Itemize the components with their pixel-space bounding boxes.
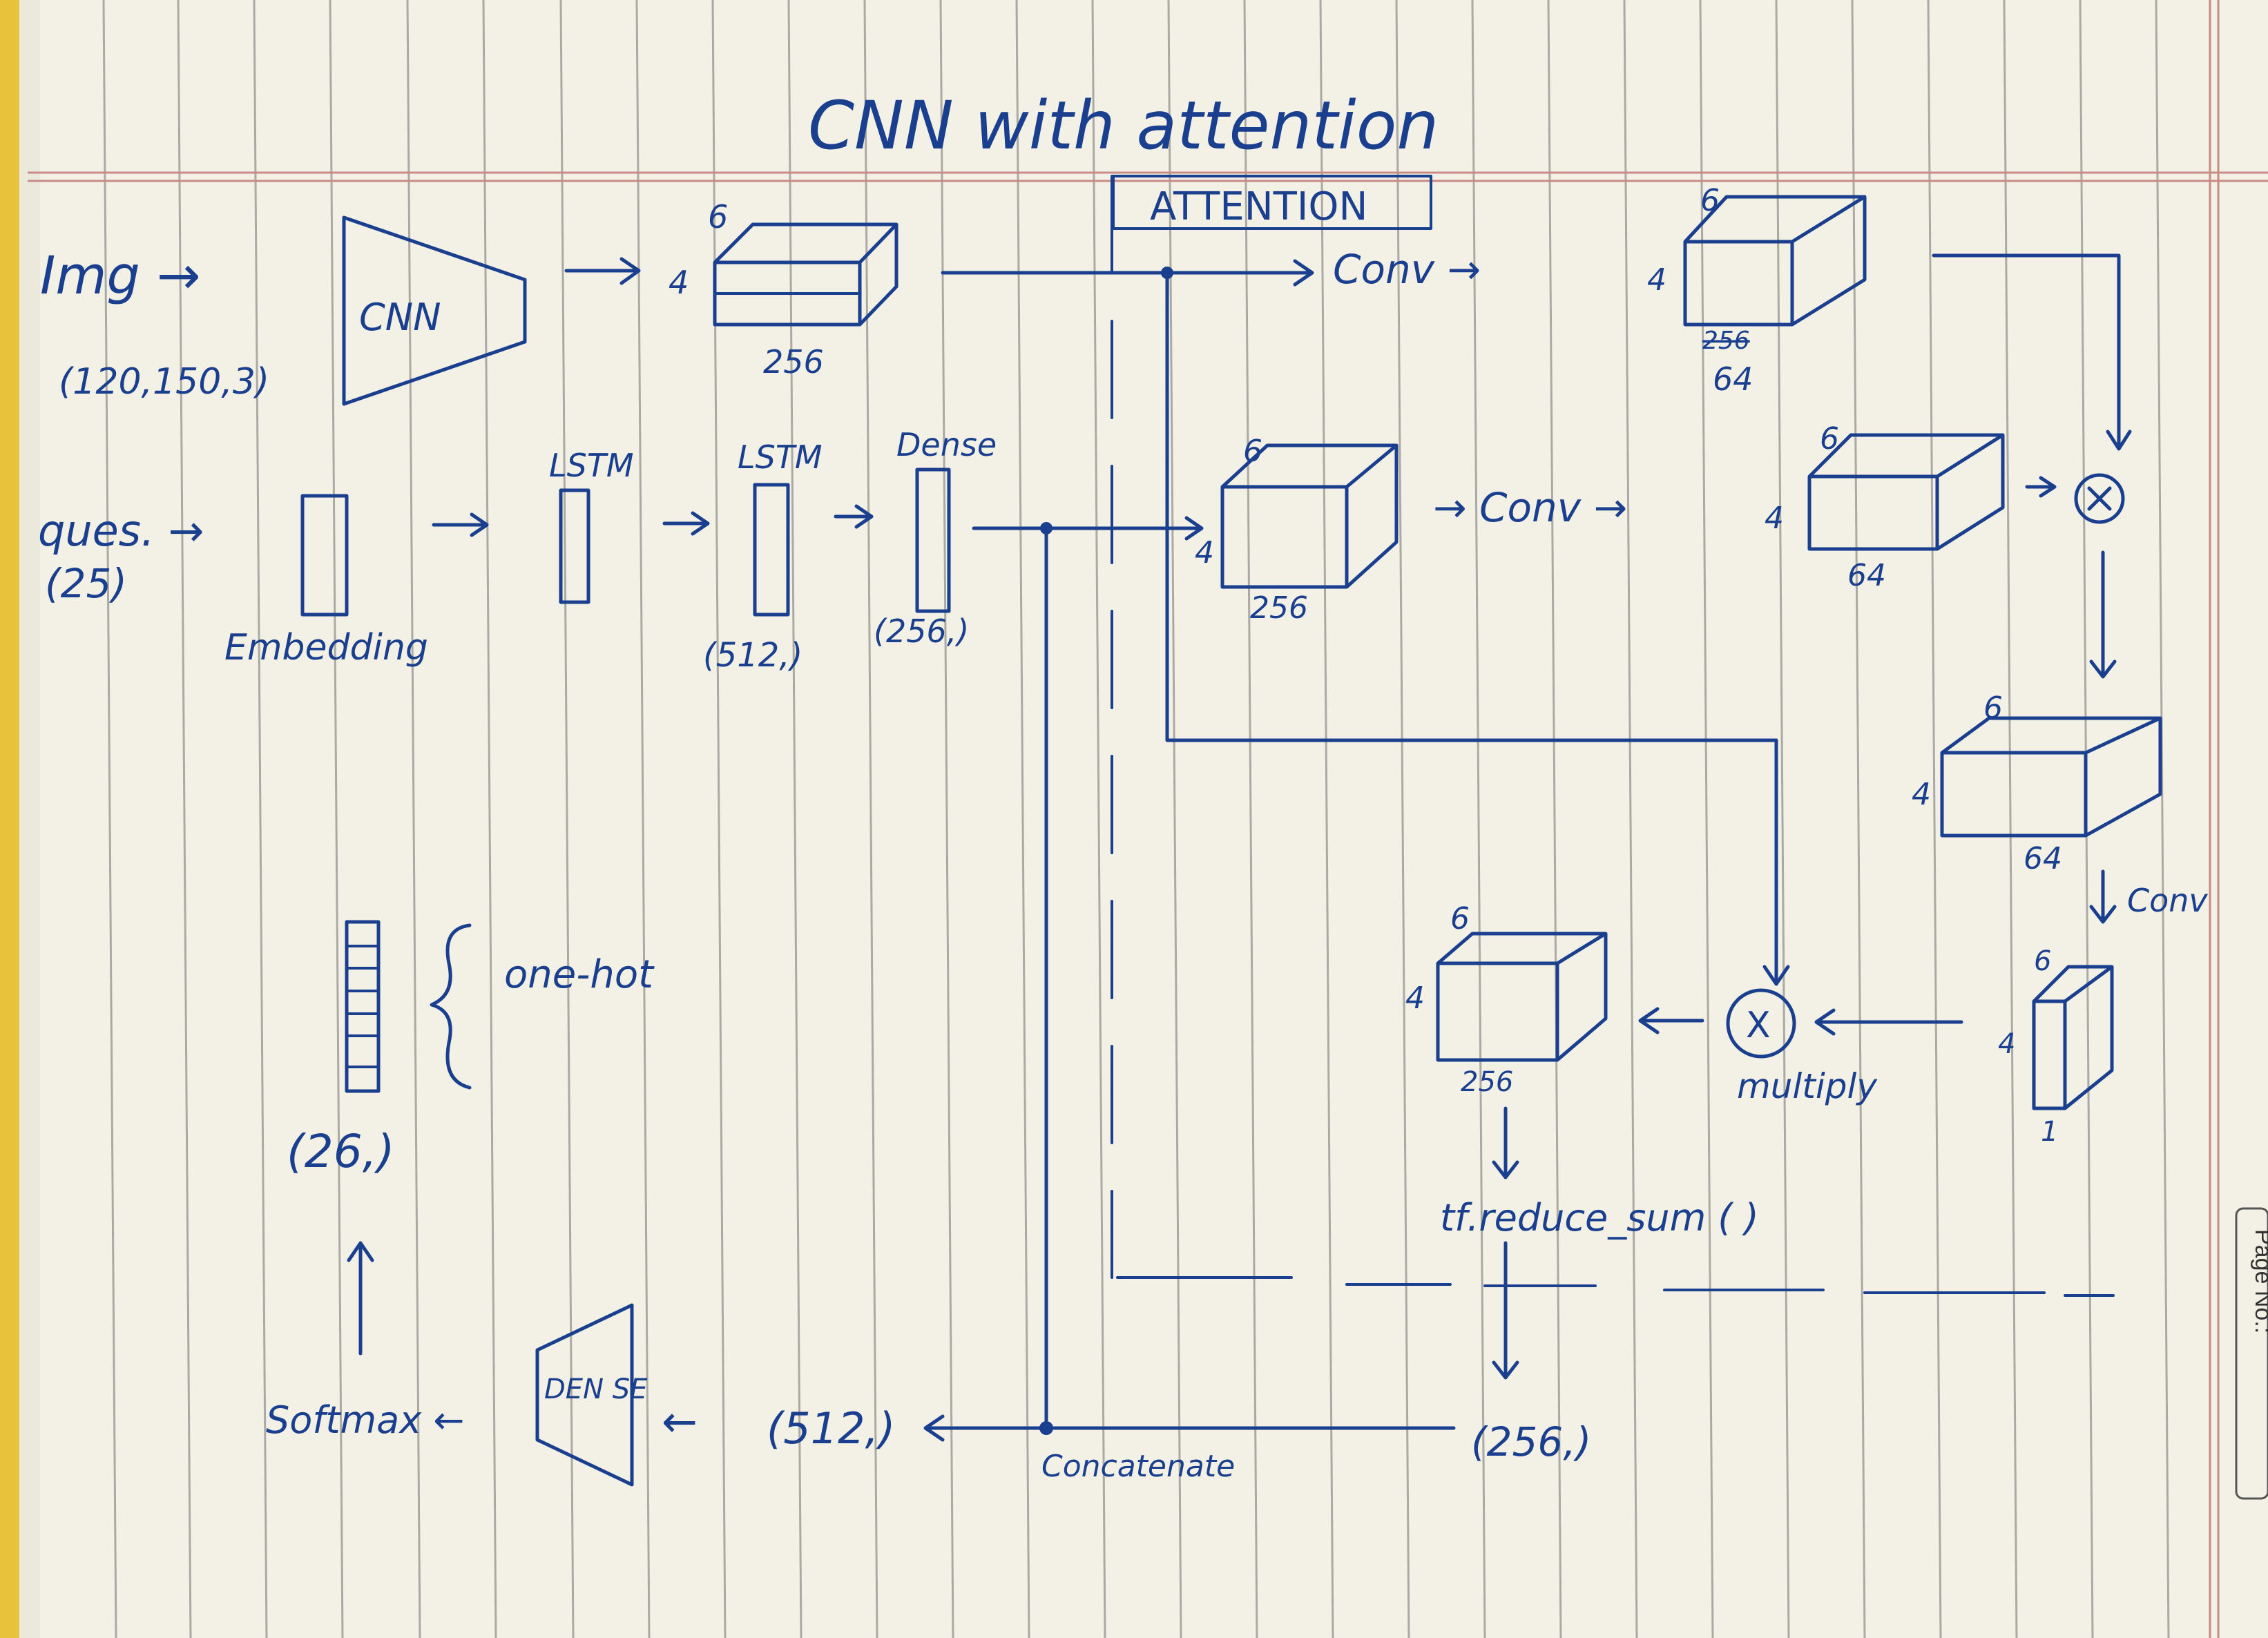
one-hot-shape: (26,) xyxy=(287,1125,394,1178)
attention-label: ATTENTION xyxy=(1150,184,1367,229)
page-no-label: Page No.: xyxy=(2250,1229,2268,1333)
lstm2-label: LSTM xyxy=(738,439,823,476)
mid-box-depth: 6 xyxy=(1243,434,1262,469)
mid-right-box-width: 64 xyxy=(1847,558,1886,593)
conv-top-label: Conv → xyxy=(1333,246,1481,293)
question-input-label: ques. → xyxy=(38,505,204,556)
mid-box-height: 4 xyxy=(1195,535,1214,570)
output-dense-label: DEN SE xyxy=(544,1374,648,1405)
reduce-shape: (256,) xyxy=(1471,1418,1591,1465)
conv-right-label: Conv xyxy=(2127,882,2208,919)
top-box-width: 64 xyxy=(1713,360,1753,398)
dense-shape: (256,) xyxy=(874,613,969,650)
cnn-label: CNN xyxy=(359,296,441,339)
concatenate-label: Concatenate xyxy=(1041,1449,1235,1484)
concat-junction xyxy=(1039,1421,1053,1435)
image-input-label: Img → xyxy=(40,244,201,306)
diagram-title: CNN with attention xyxy=(808,87,1439,164)
mid-right-box-depth: 6 xyxy=(1820,421,1839,456)
concat-shape: (512,) xyxy=(767,1403,895,1454)
lstm2-shape: (512,) xyxy=(703,636,803,675)
mid-box-width: 256 xyxy=(1250,590,1308,626)
top-box-height: 4 xyxy=(1647,262,1666,298)
yellow-tab xyxy=(0,0,19,1638)
score-box-width: 1 xyxy=(2041,1116,2058,1148)
multiply-label: multiply xyxy=(1737,1066,1878,1106)
image-input-shape: (120,150,3) xyxy=(59,361,269,403)
multiply-symbol: X xyxy=(1746,1005,1771,1046)
weighted-box-width: 256 xyxy=(1461,1066,1513,1098)
reduce-sum-label: tf.reduce_sum ( ) xyxy=(1440,1196,1759,1240)
weighted-box-height: 4 xyxy=(1405,981,1425,1016)
feature-map-height: 4 xyxy=(669,264,689,301)
arrow-concat-to-dense: ← xyxy=(662,1396,698,1447)
sum-box-depth: 6 xyxy=(1983,691,2003,726)
embedding-label: Embedding xyxy=(224,627,428,668)
lstm1-label: LSTM xyxy=(549,447,634,484)
top-box-depth: 6 xyxy=(1700,183,1720,218)
sum-box-width: 64 xyxy=(2024,841,2062,876)
question-input-shape: (25) xyxy=(45,560,127,607)
page-edge xyxy=(19,0,40,1638)
score-box-depth: 6 xyxy=(2034,945,2051,977)
mid-right-box-height: 4 xyxy=(1765,501,1784,536)
sum-box-height: 4 xyxy=(1912,777,1931,812)
top-box-width-struck: 256 xyxy=(1702,327,1750,355)
softmax-label: Softmax ← xyxy=(266,1398,465,1442)
feature-map-width: 256 xyxy=(763,343,824,380)
weighted-box-depth: 6 xyxy=(1450,901,1470,936)
conv-mid-label: → Conv → xyxy=(1433,484,1627,531)
score-box-height: 4 xyxy=(1998,1028,2015,1060)
dense-label: Dense xyxy=(896,426,997,463)
one-hot-label: one-hot xyxy=(504,952,655,997)
feature-map-depth: 6 xyxy=(708,198,728,235)
